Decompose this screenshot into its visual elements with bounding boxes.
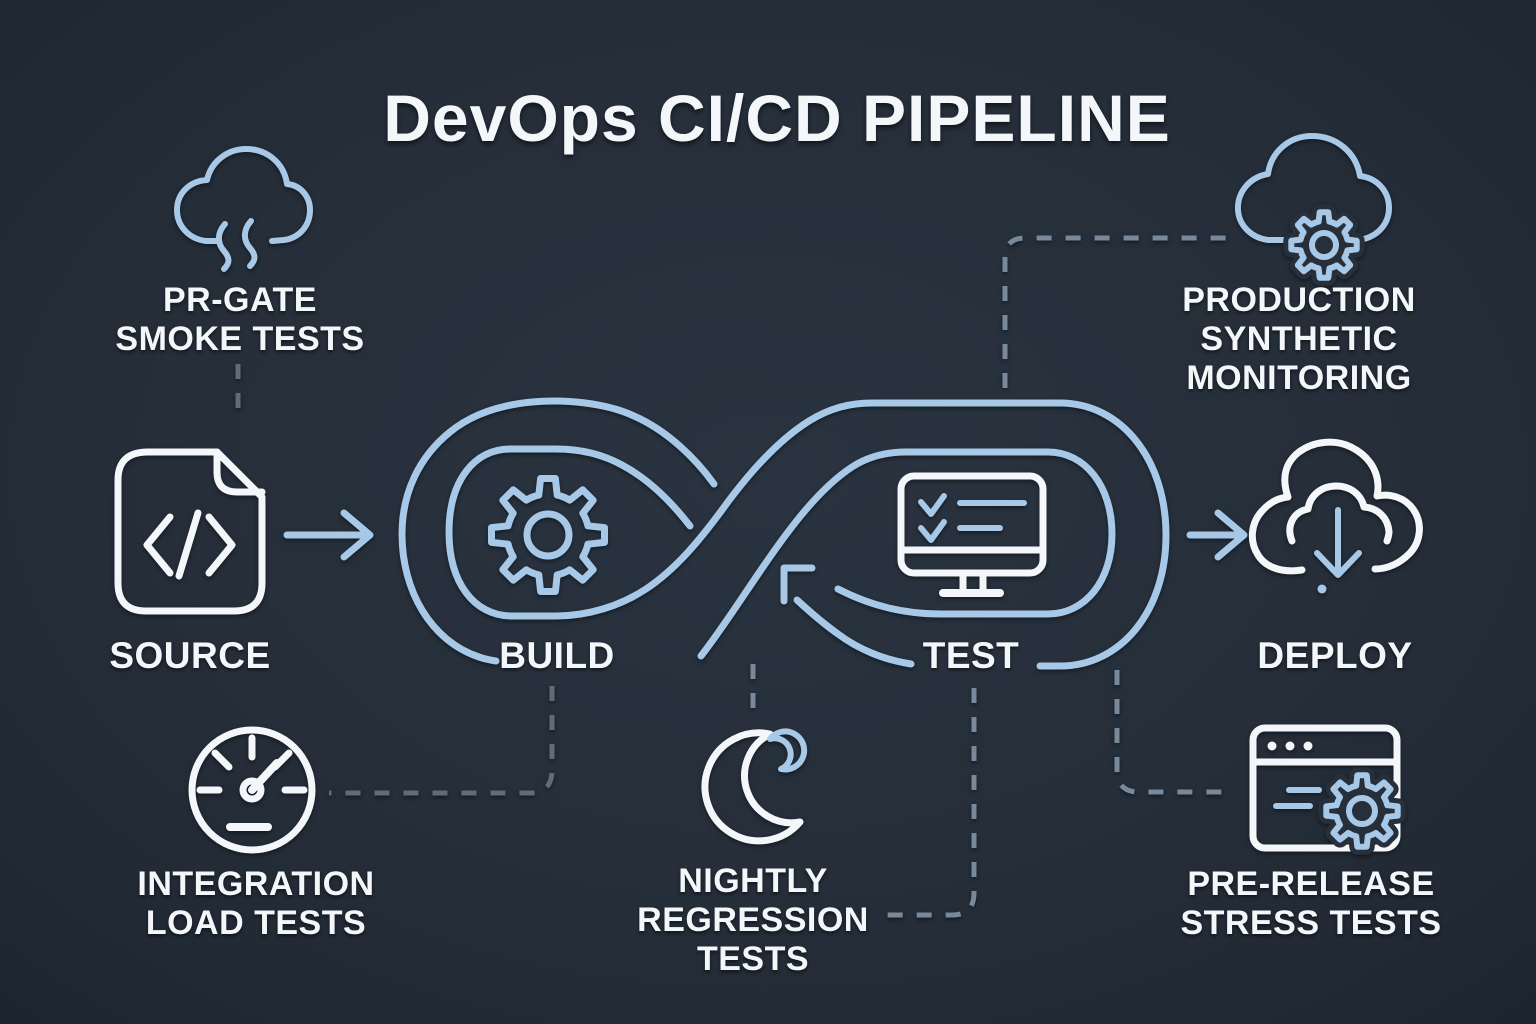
connectors [235,235,1230,918]
connector-test-nightly [877,688,977,918]
steam-squiggle [241,218,258,269]
steam-cloud-icon [174,146,313,272]
code-file-icon [114,448,266,615]
diagram-title: DevOps CI/CD PIPELINE [383,81,1171,155]
check-icon [918,519,947,543]
flow-arrows [283,509,1248,561]
browser-gear-icon [1249,724,1406,855]
label-production-synthetic-monitoring: PRODUCTION SYNTHETIC MONITORING [1182,281,1416,397]
loop-edge-left-inner-right-outer [445,399,1170,670]
gauge-icon [188,726,316,854]
arrow-source-to-build-icon [283,509,374,561]
check-icon [918,493,947,517]
connector-build-loadtests [329,686,555,796]
infinity-loop [398,397,1170,670]
loop-edge-right-outer-fragment [793,596,915,668]
cloud-download-icon [1248,438,1423,594]
steam-squiggle [215,221,232,272]
loop-arrowhead [780,564,816,605]
arrow-test-to-deploy-icon [1186,509,1248,561]
label-integration-load-tests: INTEGRATION LOAD TESTS [137,865,375,942]
moon-icon [701,728,808,845]
label-stage-deploy: DEPLOY [1257,635,1413,676]
loop-edge-left-outer [398,397,718,665]
small-moon-icon [767,728,808,773]
label-stage-build: BUILD [499,635,615,676]
label-stage-test: TEST [922,635,1020,676]
label-nightly-regression-tests: NIGHTLY REGRESSION TESTS [637,862,869,978]
label-stage-source: SOURCE [109,635,271,676]
connector-monitoring-test [1002,235,1230,388]
monitor-checklist-icon [897,472,1047,597]
cloud-gear-icon [1234,133,1392,286]
label-prerelease-stress-tests: PRE-RELEASE STRESS TESTS [1180,865,1442,942]
connector-test-stresstests [1114,670,1226,795]
build-gear-icon [488,475,608,595]
loop-edge-ascending-right-inner [697,448,1116,660]
label-pr-gate-smoke-tests: PR-GATE SMOKE TESTS [115,281,365,358]
